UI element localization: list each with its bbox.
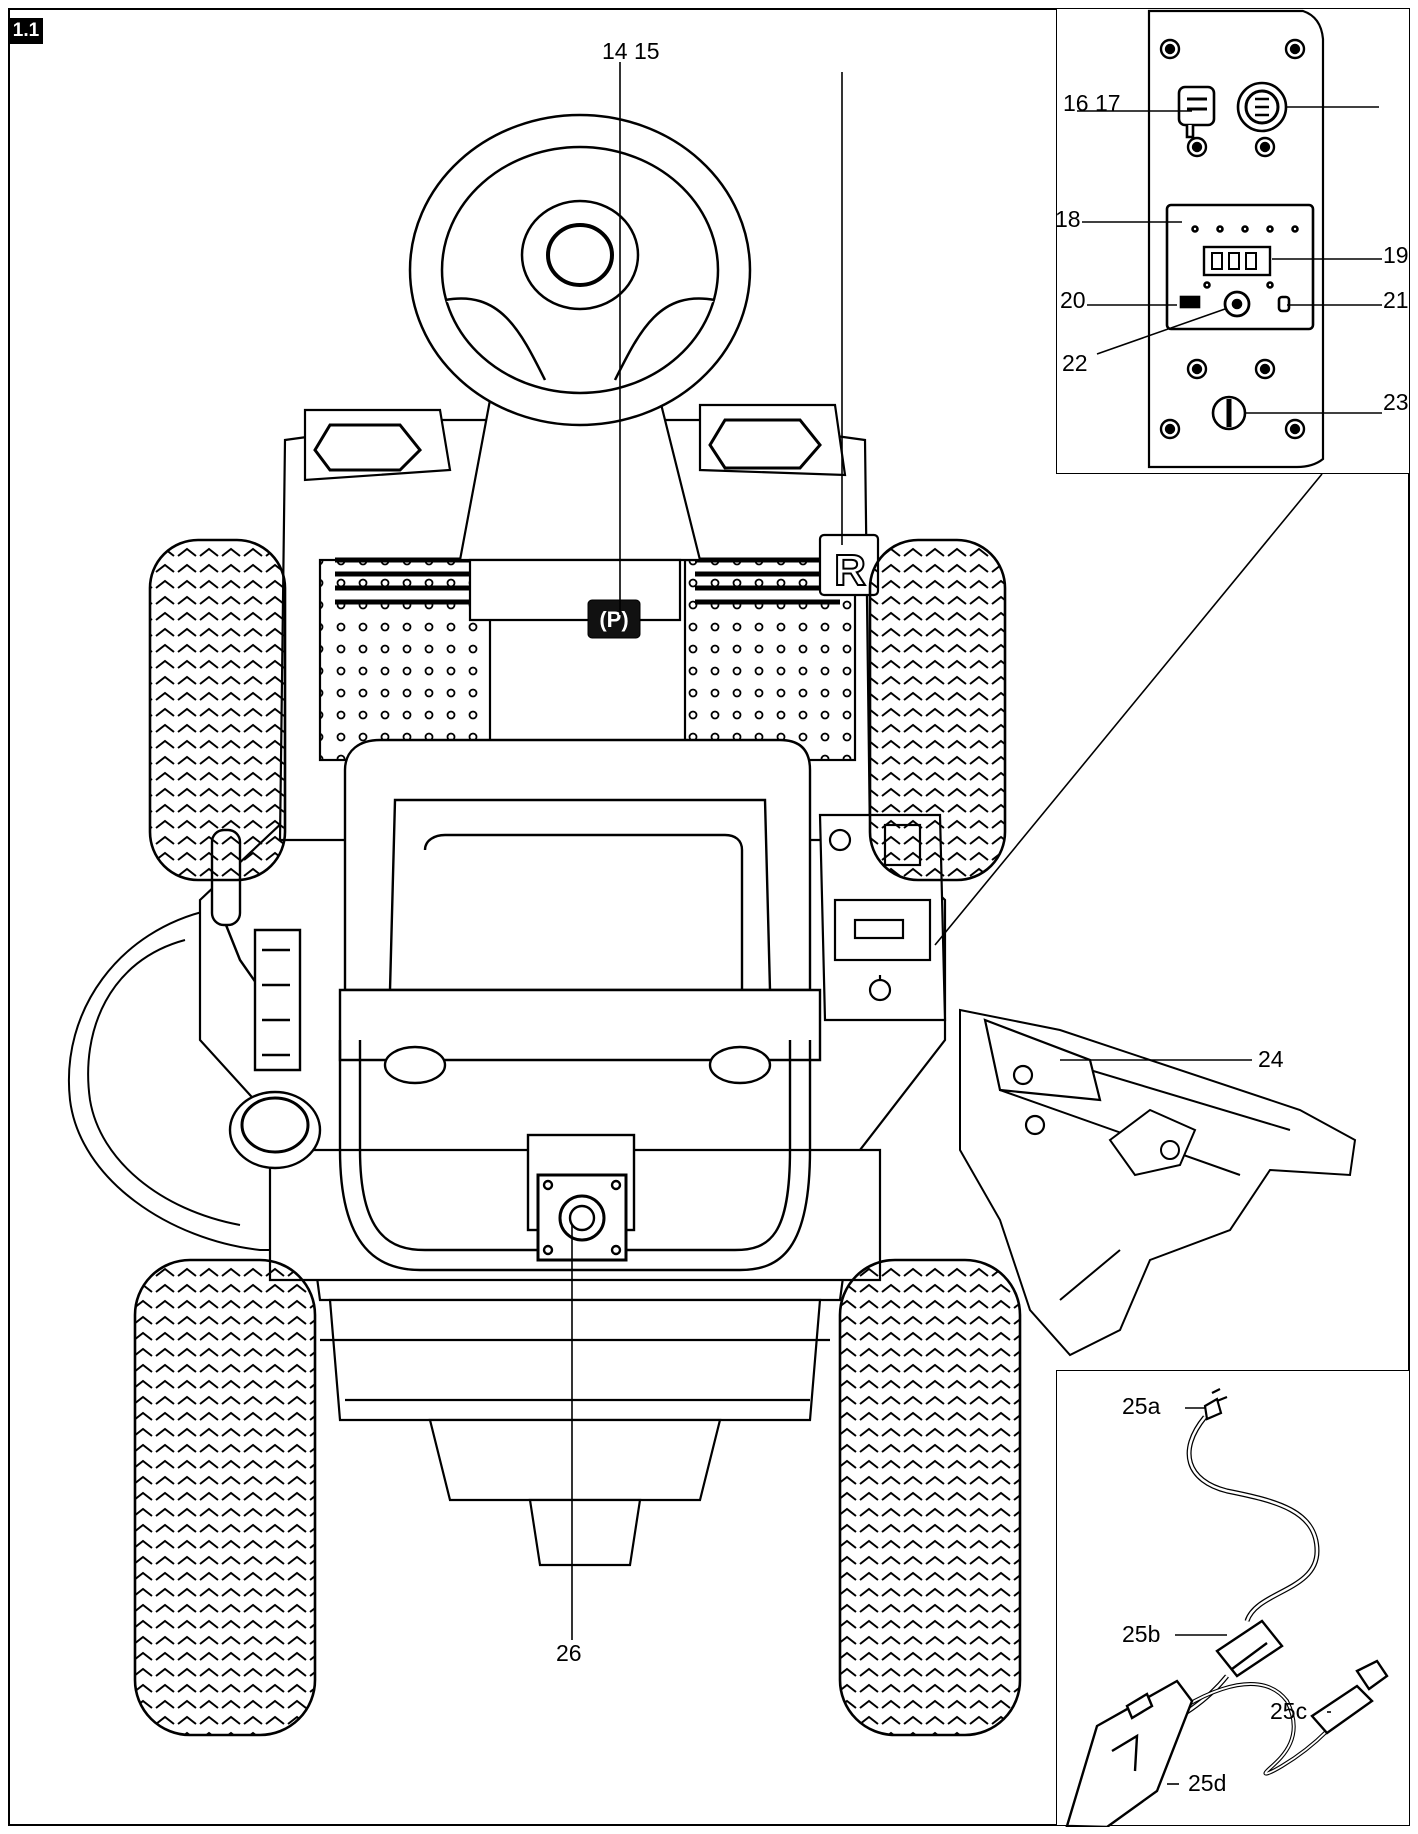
charger-adapter: [1215, 1619, 1284, 1678]
charger-inset: [1056, 1370, 1410, 1827]
battery-connector: [1065, 1679, 1194, 1827]
callout-25d: 25d: [1188, 1770, 1227, 1796]
headlights: [303, 403, 847, 482]
mains-cable: [1186, 1415, 1320, 1623]
callout-14-15: 14 15: [602, 38, 660, 64]
leader-lines: [571, 62, 1323, 1640]
display-module: [1165, 203, 1315, 331]
rear-right-wheel: [838, 1258, 1022, 1737]
car-adapter-plug: [1310, 1659, 1389, 1735]
callout-23: 23: [1383, 389, 1409, 415]
control-panel-inset: [1056, 8, 1410, 474]
callout-25a: 25a: [1122, 1393, 1161, 1419]
front-left-wheel: [148, 538, 287, 882]
charging-socket: [526, 1133, 636, 1262]
park-button-label: (P): [599, 607, 628, 632]
fuel-cap: [228, 1090, 322, 1170]
reverse-pedal: R: [818, 533, 880, 597]
callout-18: 18: [1055, 206, 1081, 232]
control-panel-detail: [1077, 9, 1382, 469]
callout-16-17: 16 17: [1063, 90, 1121, 116]
steering-column: [458, 398, 702, 622]
callout-25c: 25c: [1270, 1698, 1308, 1724]
callout-20: 20: [1060, 287, 1086, 313]
steering-wheel: [408, 113, 752, 427]
inset-leader-lines: [1077, 106, 1382, 414]
seat-springs: [383, 1045, 772, 1085]
charger-leader-lines: [1167, 1407, 1331, 1785]
callout-25b: 25b: [1122, 1621, 1161, 1647]
front-right-wheel: [868, 538, 1007, 882]
rear-left-wheel: [133, 1258, 317, 1737]
figure-number-badge: 1.1: [9, 18, 43, 44]
figure-frame: [8, 8, 1410, 1826]
power-socket: [1236, 81, 1288, 133]
seat: [338, 738, 822, 1062]
brand-emblem: [1108, 1108, 1197, 1177]
mains-plug: [1203, 1388, 1228, 1421]
callout-22: 22: [1062, 350, 1088, 376]
ignition-key-switch: [1211, 395, 1247, 431]
park-button: (P): [587, 599, 641, 639]
callout-26: 26: [556, 1640, 582, 1666]
headlight-switch: [1177, 85, 1216, 139]
charger-cable-detail: [1065, 1388, 1389, 1827]
callout-24: 24: [1258, 1046, 1284, 1072]
callout-19: 19: [1383, 242, 1409, 268]
mulch-plug: [983, 1018, 1102, 1136]
callout-21: 21: [1383, 287, 1409, 313]
reverse-pedal-label: R: [834, 546, 866, 595]
